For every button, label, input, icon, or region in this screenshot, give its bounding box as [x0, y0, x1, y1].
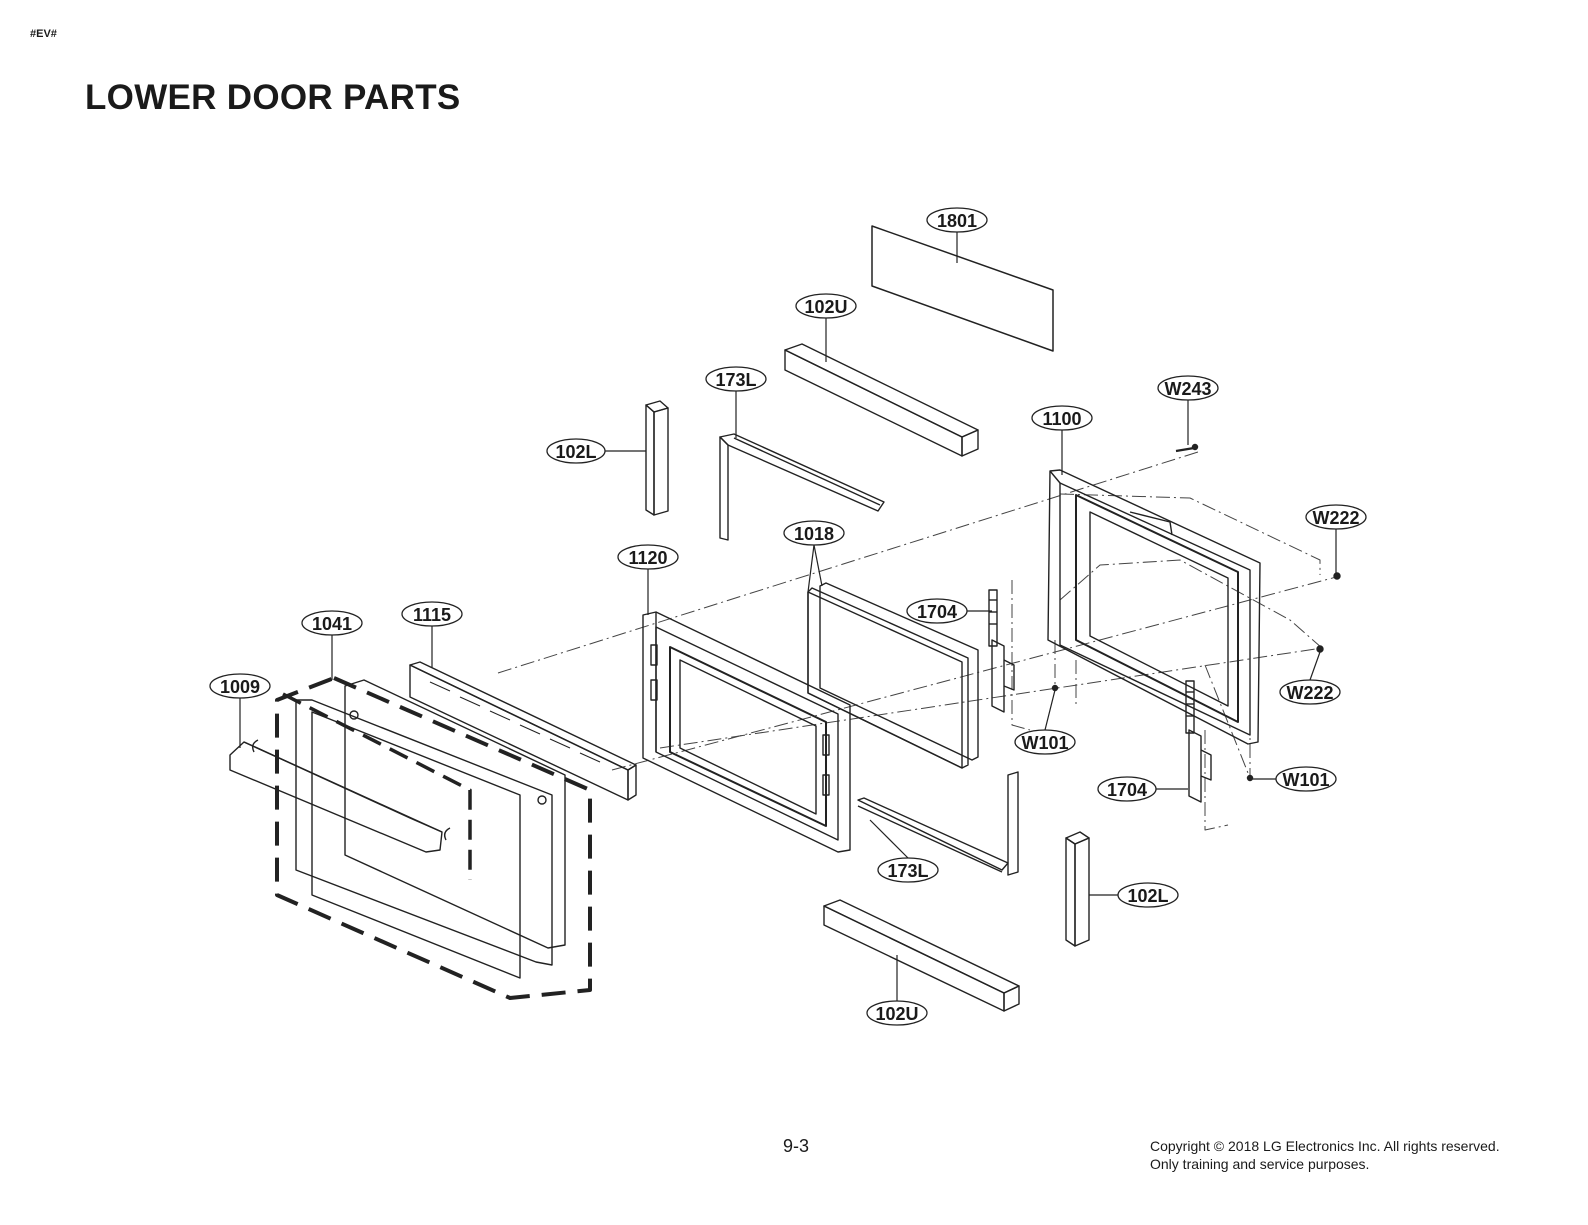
callout-102L-top: 102L [546, 438, 606, 464]
part-W243 [1175, 443, 1199, 453]
svg-text:102U: 102U [875, 1004, 918, 1024]
callout-102L-bottom: 102L [1117, 882, 1179, 908]
part-102U-bottom [823, 899, 1020, 1012]
part-102L-top [645, 400, 669, 516]
alignment-guides [497, 451, 1341, 831]
callout-W101-right: W101 [1275, 766, 1337, 792]
callout-1041: 1041 [301, 610, 363, 636]
callout-1120: 1120 [617, 544, 679, 570]
svg-text:W101: W101 [1021, 733, 1068, 753]
part-1120 [642, 611, 851, 853]
callout-173L-top: 173L [705, 366, 767, 392]
part-1041 [275, 676, 592, 1000]
part-173L-bottom [857, 771, 1019, 876]
page-number: 9-3 [783, 1136, 810, 1156]
page-title: LOWER DOOR PARTS [85, 78, 461, 117]
part-W222-bottom [1316, 645, 1324, 653]
svg-text:102U: 102U [804, 297, 847, 317]
svg-text:1018: 1018 [794, 524, 834, 544]
part-1801 [871, 225, 1054, 352]
part-W222-top [1333, 572, 1341, 580]
svg-text:W222: W222 [1286, 683, 1333, 703]
svg-text:1041: 1041 [312, 614, 352, 634]
part-1100 [1047, 469, 1261, 745]
callout-1115: 1115 [401, 601, 463, 627]
svg-text:173L: 173L [887, 861, 928, 881]
part-W101-mid [1051, 684, 1059, 692]
svg-text:1009: 1009 [220, 677, 260, 697]
part-1704-bottom [1185, 680, 1212, 803]
svg-text:1100: 1100 [1042, 409, 1081, 429]
copyright-line-2: Only training and service purposes. [1150, 1156, 1370, 1172]
callout-W222-bottom: W222 [1279, 679, 1341, 705]
callout-102U-bottom: 102U [866, 1000, 928, 1026]
part-1704-top [988, 589, 1015, 713]
svg-text:W101: W101 [1282, 770, 1329, 790]
callout-W243: W243 [1157, 375, 1219, 401]
callout-1704-bottom: 1704 [1097, 776, 1157, 802]
part-173L-top [719, 433, 885, 541]
svg-text:1704: 1704 [917, 602, 957, 622]
svg-text:W222: W222 [1312, 508, 1359, 528]
callout-1009: 1009 [209, 673, 271, 699]
svg-text:173L: 173L [715, 370, 756, 390]
callout-1801: 1801 [926, 207, 988, 233]
leader-lines [239, 232, 1337, 1001]
copyright-notice: Copyright © 2018 LG Electronics Inc. All… [1150, 1137, 1500, 1173]
part-1115 [409, 661, 637, 801]
callout-102U-top: 102U [795, 293, 857, 319]
svg-text:1120: 1120 [628, 548, 667, 568]
svg-text:1115: 1115 [413, 605, 451, 625]
callout-1100: 1100 [1031, 405, 1093, 431]
svg-text:102L: 102L [555, 442, 596, 462]
svg-text:1704: 1704 [1107, 780, 1147, 800]
callout-1704-top: 1704 [906, 598, 968, 624]
document-tag: #EV# [30, 28, 57, 40]
callout-1018: 1018 [783, 520, 845, 546]
part-1009 [229, 739, 451, 853]
callout-W101-mid: W101 [1014, 729, 1076, 755]
copyright-line-1: Copyright © 2018 LG Electronics Inc. All… [1150, 1138, 1500, 1154]
svg-text:1801: 1801 [937, 211, 977, 231]
part-102U-top [784, 343, 979, 457]
part-1018 [807, 582, 979, 769]
part-102L-bottom [1065, 831, 1090, 947]
part-W101-right [1246, 774, 1254, 782]
callout-173L-bottom: 173L [877, 857, 939, 883]
svg-text:W243: W243 [1164, 379, 1211, 399]
svg-text:102L: 102L [1127, 886, 1168, 906]
callout-W222-top: W222 [1305, 504, 1367, 530]
